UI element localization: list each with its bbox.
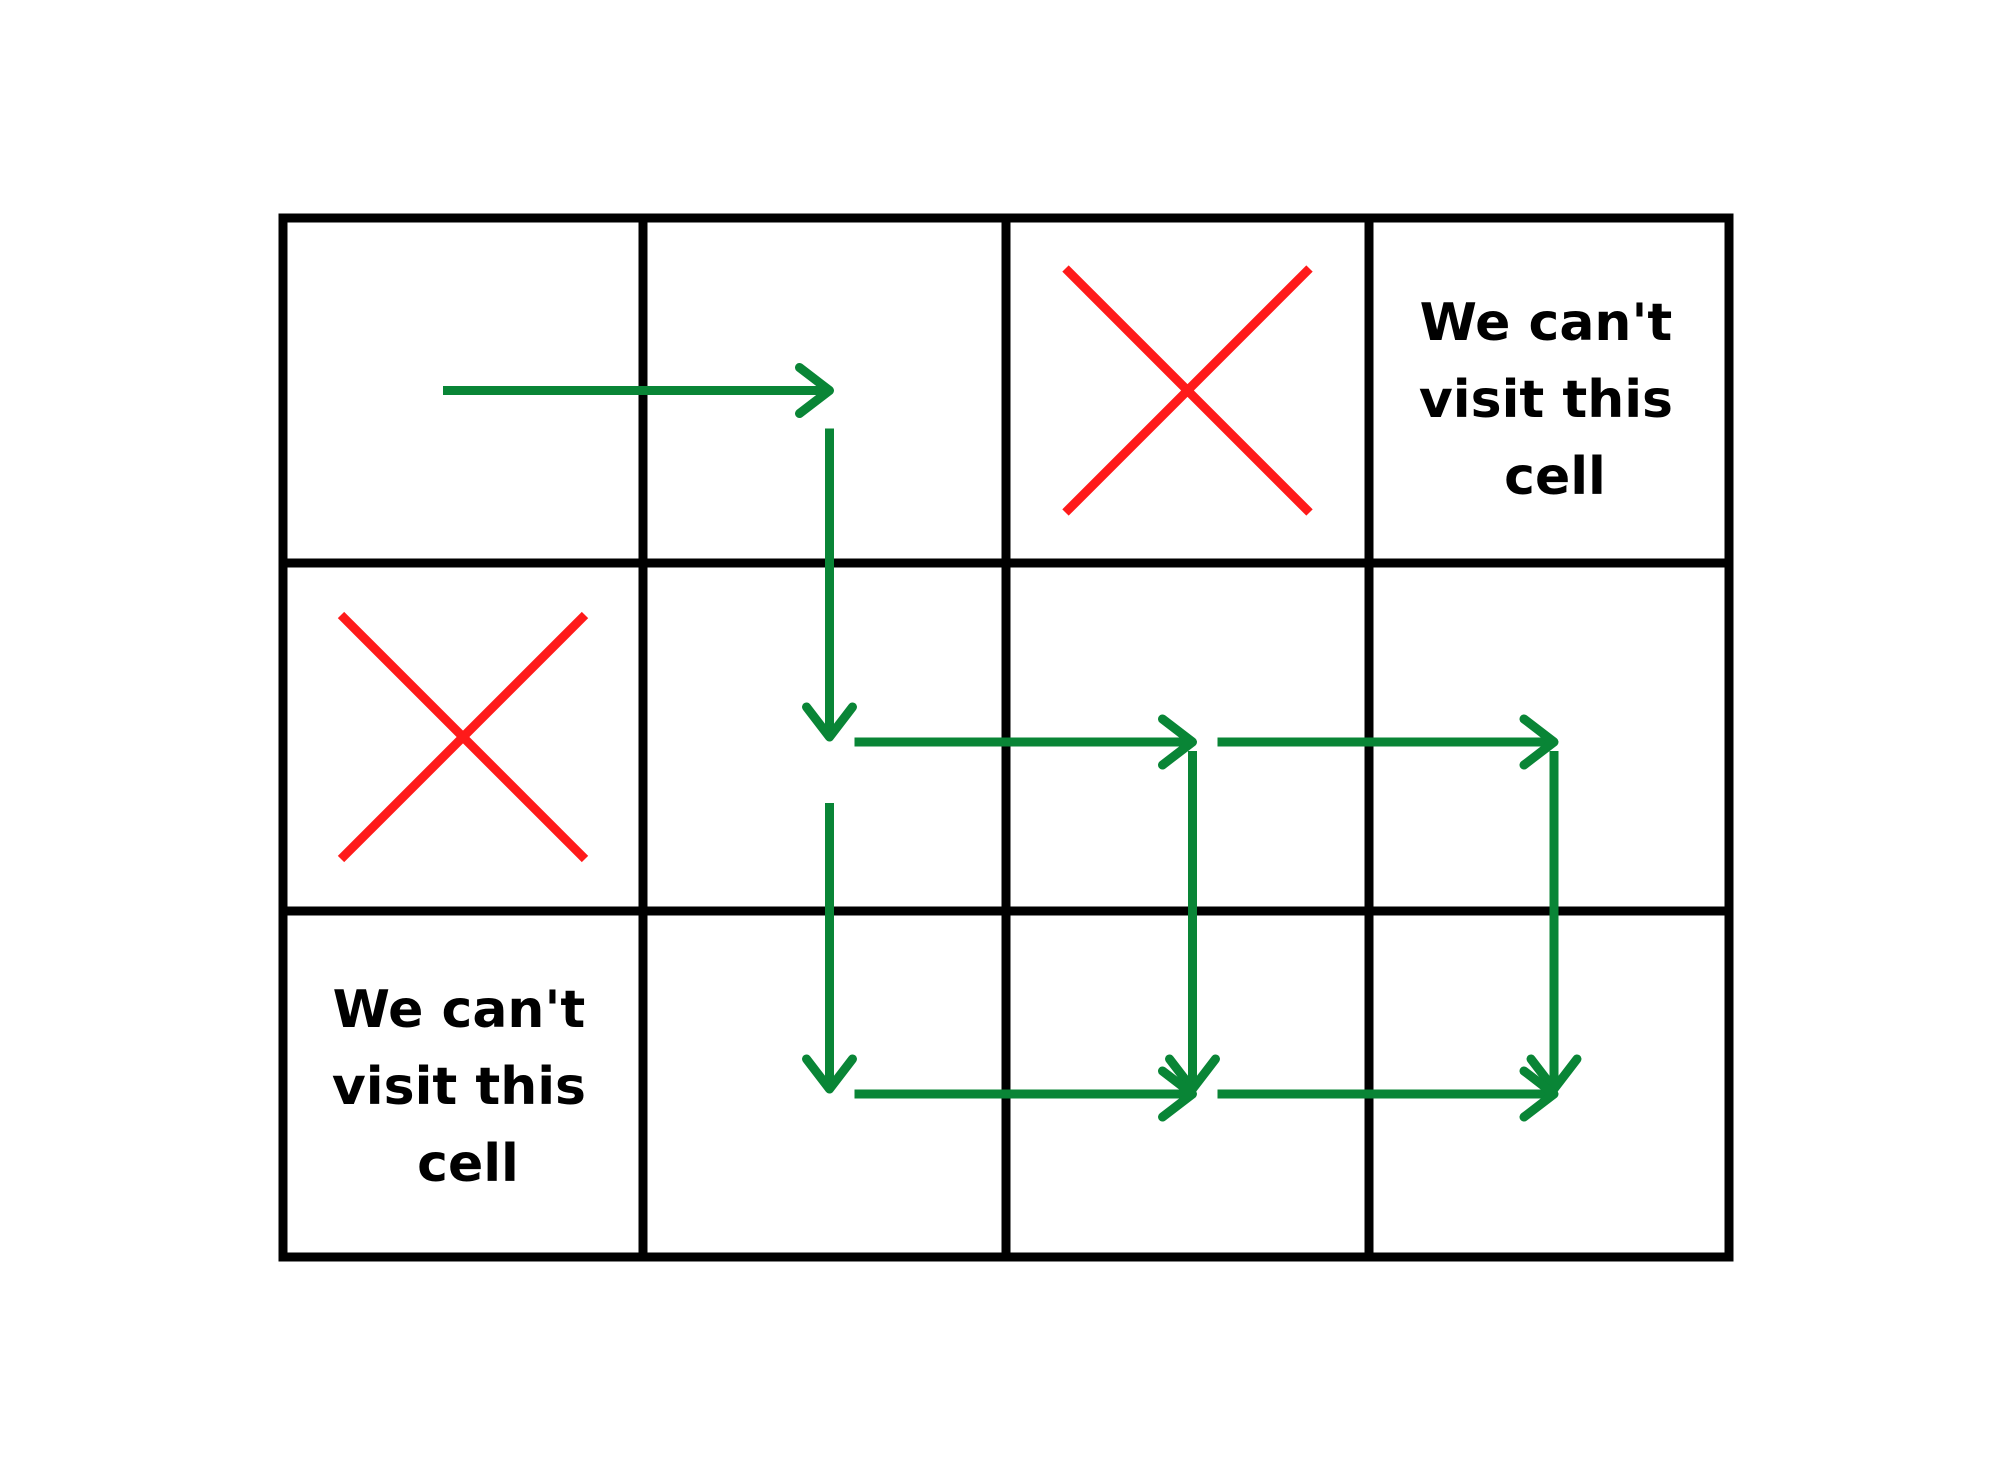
note-bottom-left-line-1: We can't (333, 980, 586, 1040)
arrow-down-icon (1165, 751, 1220, 1094)
blocked-cell-x-icon (1062, 265, 1313, 516)
arrow-down-icon (802, 428, 857, 742)
note-bottom-left: We can't visit this cell (332, 980, 604, 1194)
arrow-head (802, 1054, 857, 1094)
arrow-head (802, 702, 857, 742)
arrow-right-icon (443, 363, 834, 418)
arrow-head (795, 363, 834, 418)
arrow-right-icon (1217, 1066, 1559, 1122)
arrow-down-icon (802, 803, 857, 1094)
note-top-right-line-3: cell (1504, 447, 1606, 507)
note-bottom-left-line-2: visit this (332, 1057, 586, 1117)
blocked-cell-x-icon (337, 611, 589, 863)
blocked-cell-x-stroke (337, 611, 589, 863)
arrow-head (1519, 714, 1559, 770)
arrow-right-icon (854, 714, 1197, 770)
arrow-head (1158, 1066, 1197, 1122)
arrow-right-icon (1217, 714, 1559, 770)
arrow-right-icon (854, 1066, 1197, 1122)
note-top-right-line-1: We can't (1420, 293, 1673, 353)
grid-lines (278, 213, 1734, 1262)
arrow-head (1158, 714, 1197, 770)
arrow-head (1519, 1066, 1559, 1122)
note-top-right: We can't visit this cell (1419, 293, 1691, 507)
arrow-down-icon (1526, 751, 1582, 1094)
blocked-cell-x-stroke (1062, 265, 1313, 516)
move-arrows (443, 363, 1582, 1122)
note-bottom-left-line-3: cell (417, 1134, 519, 1194)
blocked-cell-marks (337, 265, 1313, 863)
note-top-right-line-2: visit this (1419, 370, 1673, 430)
